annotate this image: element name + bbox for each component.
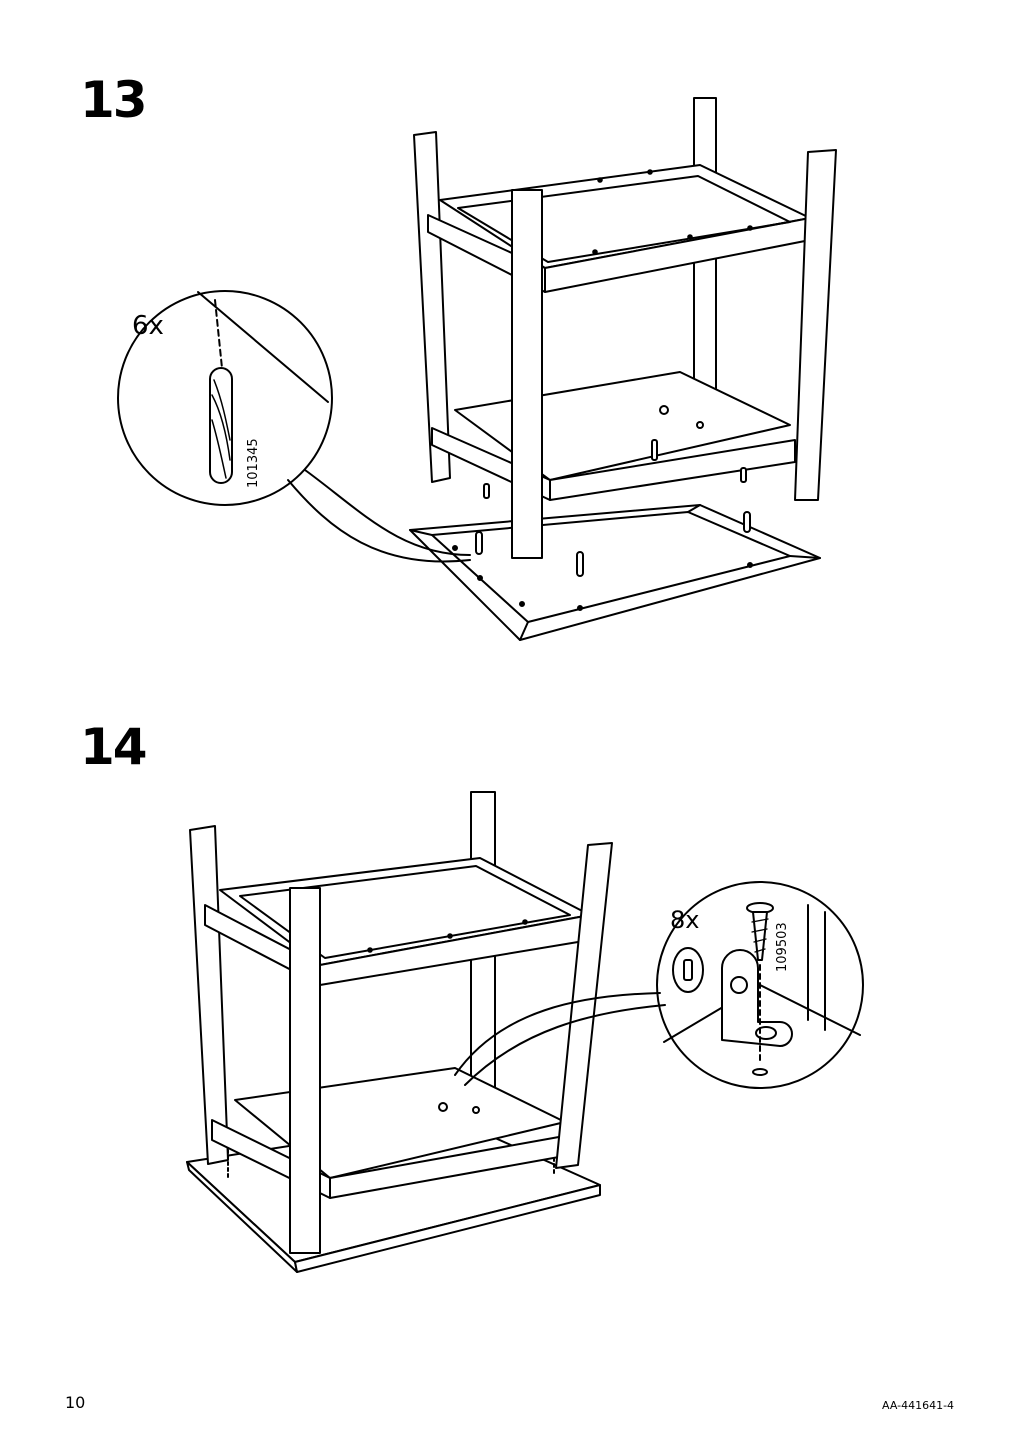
step-13-part-number: 101345	[246, 438, 261, 488]
pilot-hole-marker-icon	[672, 947, 704, 993]
step-14-front-leg-right	[555, 842, 613, 1169]
step-13-quantity: 6x	[132, 311, 164, 341]
step-13-number: 13	[80, 71, 148, 129]
step-14-left-leg	[189, 825, 229, 1165]
step-13-back-leg-left	[413, 131, 451, 483]
step-13-lower-frame	[431, 371, 796, 501]
step-13-base-frame	[409, 504, 821, 641]
step-14-illustration	[186, 791, 864, 1273]
step-13-front-leg-left	[511, 189, 543, 559]
step-13-callout	[117, 290, 471, 563]
wooden-dowel-icon	[209, 367, 233, 484]
screw-icon	[746, 902, 774, 1076]
step-13-base-dowels	[475, 511, 751, 577]
page-number: 10	[65, 1393, 86, 1412]
step-14-callout	[454, 881, 864, 1089]
step-14-top-frame	[204, 857, 591, 986]
l-bracket-icon	[721, 949, 793, 1047]
step-14-number: 14	[80, 718, 148, 776]
step-13-top-frame	[427, 164, 811, 293]
step-13-illustration	[117, 97, 837, 641]
document-code: AA-441641-4	[882, 1399, 955, 1412]
step-14-front-leg-left	[289, 887, 321, 1254]
step-14-quantity: 8x	[670, 906, 699, 934]
step-14-part-number: 109503	[775, 922, 790, 972]
step-13-front-leg-right	[794, 149, 837, 501]
